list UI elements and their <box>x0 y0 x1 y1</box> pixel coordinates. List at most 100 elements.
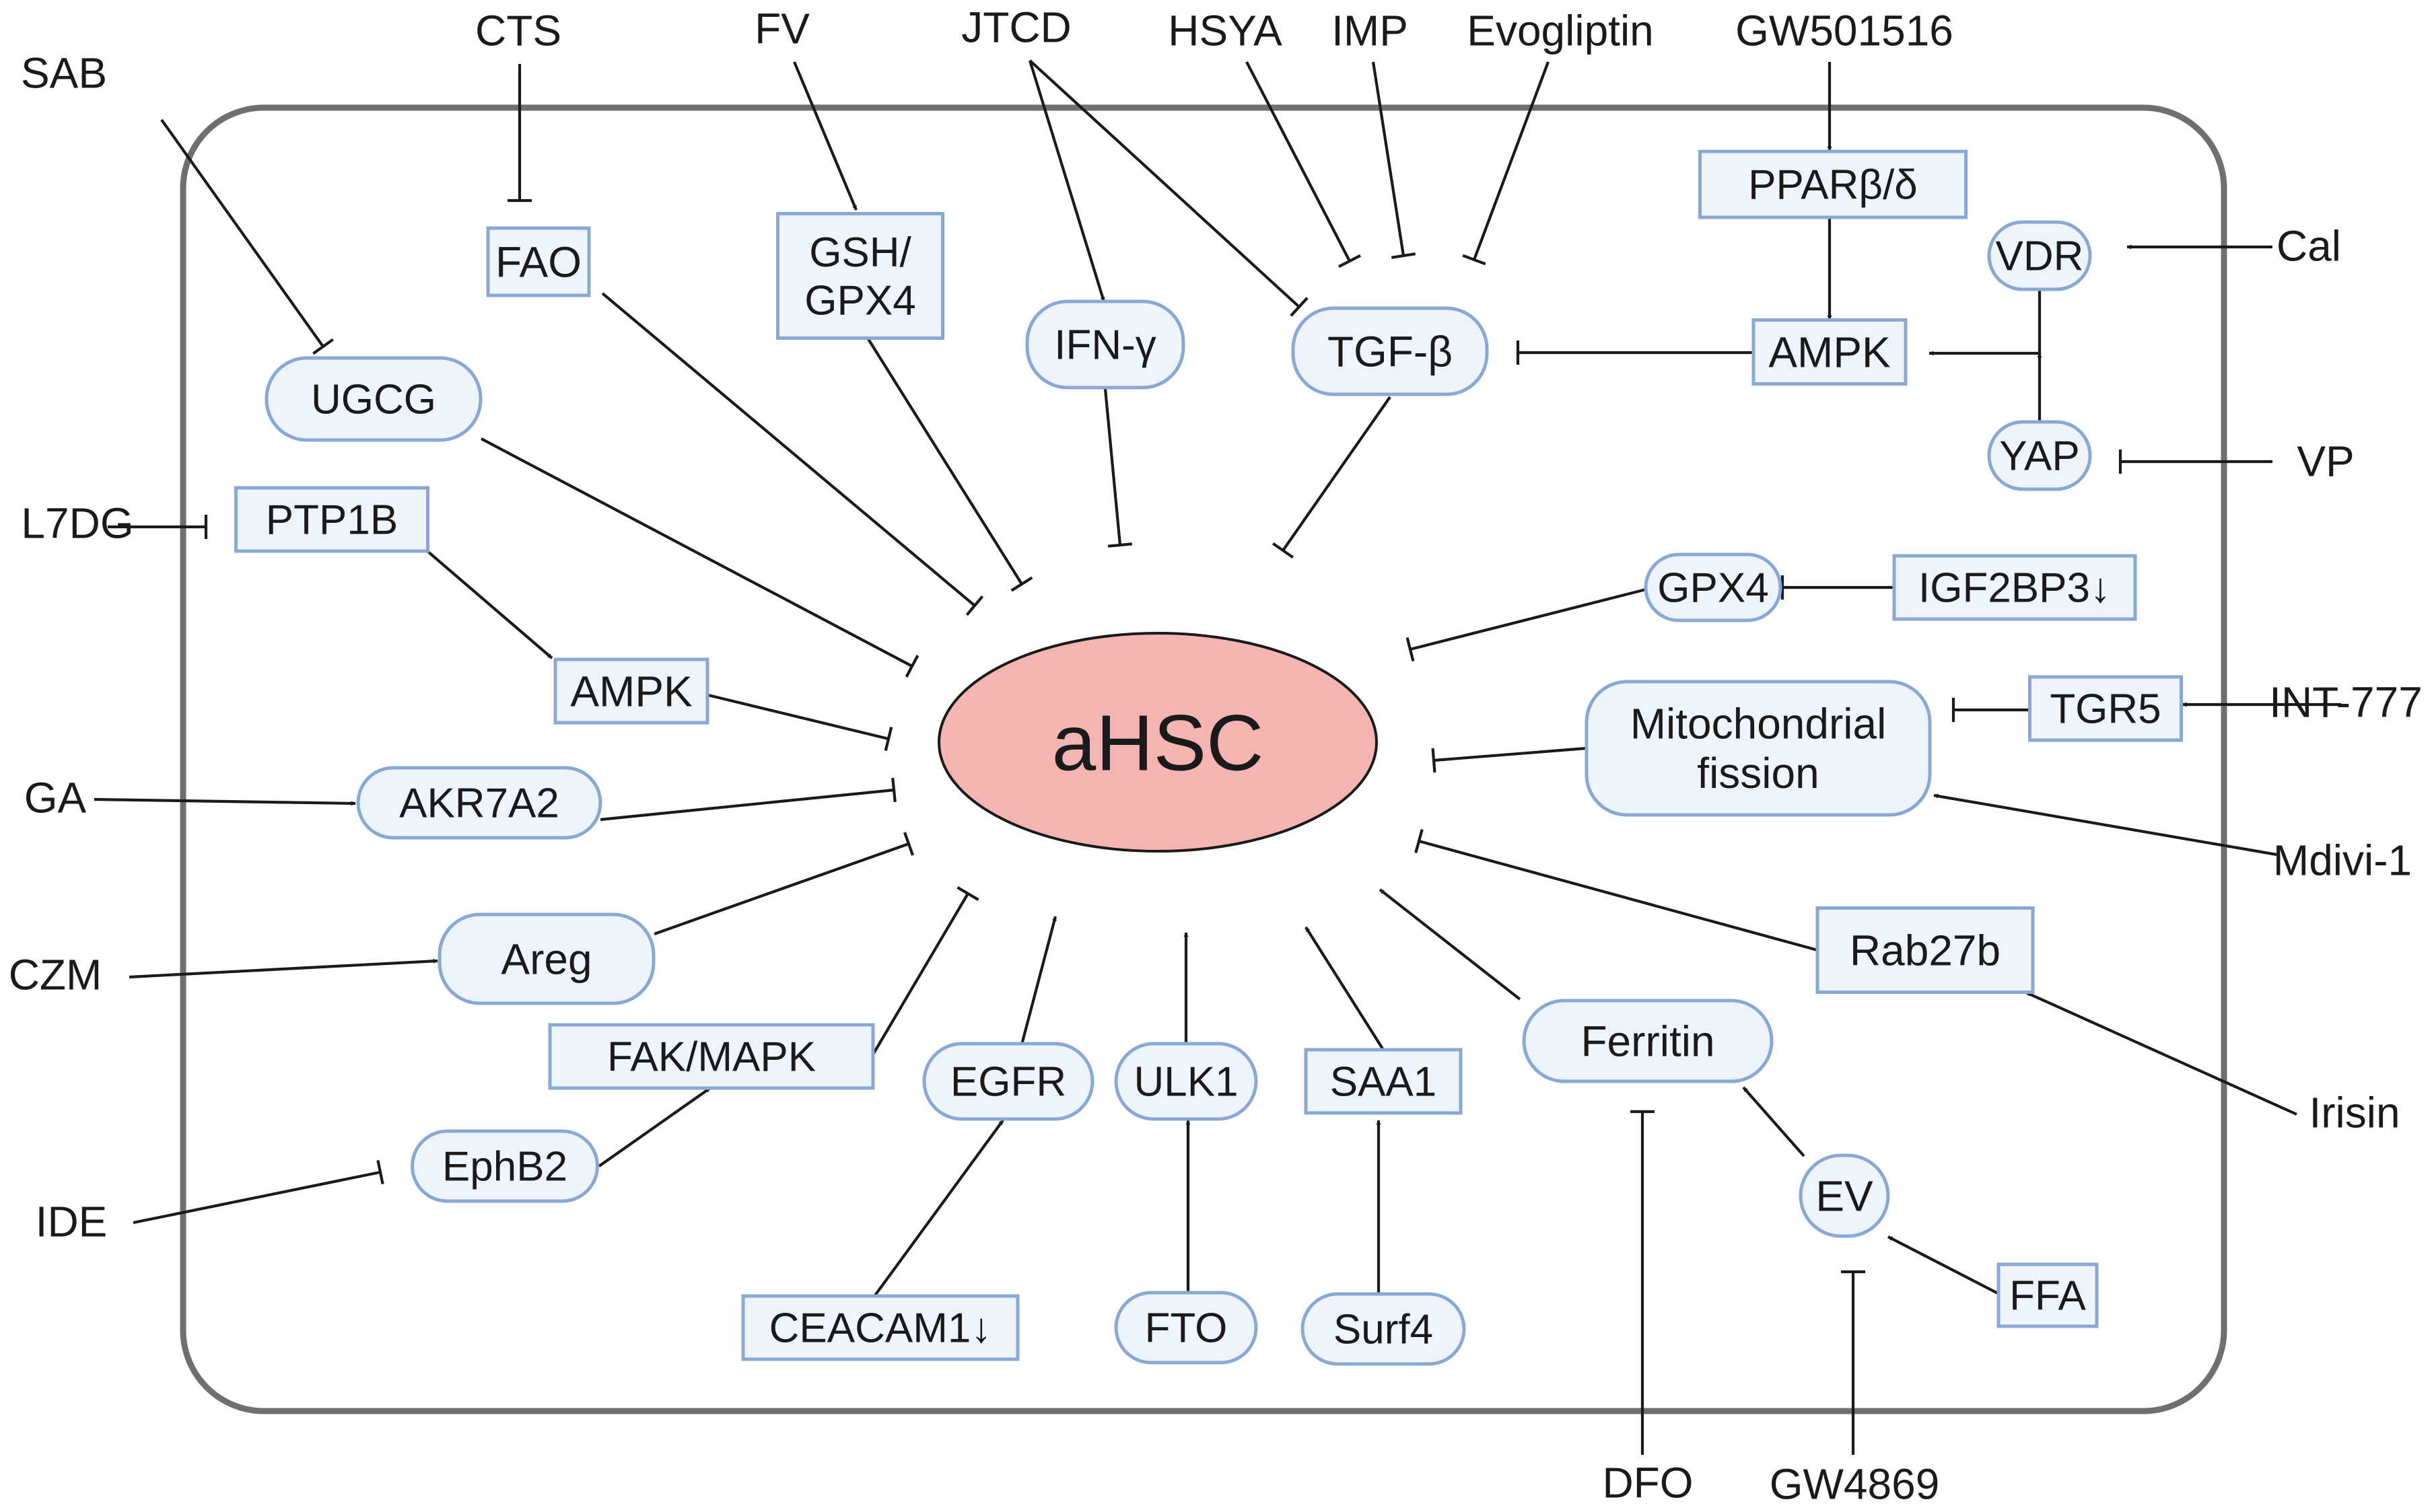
node-tgr5: TGR5 <box>2028 675 2183 742</box>
edge-jtcd-ifng-activate <box>1028 60 1106 302</box>
node-ceacam1: CEACAM1↓ <box>741 1294 1020 1361</box>
cell-outline <box>180 104 2227 1414</box>
edges-layer <box>94 59 2341 1455</box>
agent-gw501516: GW501516 <box>1735 6 1953 55</box>
inhibit-bar <box>957 886 979 901</box>
edge-ga-akr7a2-activate <box>94 797 356 806</box>
node-ferritin: Ferritin <box>1522 999 1774 1083</box>
edge-imp-tgfb-inhibit <box>1371 61 1416 259</box>
node-label-ephb2: EphB2 <box>442 1144 567 1190</box>
edge-evogliptin-tgfb-inhibit <box>1462 61 1550 266</box>
edge-akr7a2-ahsc-inhibit <box>600 777 897 822</box>
inhibit-bar <box>1107 542 1133 548</box>
agent-label-fv: FV <box>755 4 810 52</box>
inhibit-bar <box>1391 252 1416 259</box>
agent-label-cal: Cal <box>2276 221 2341 270</box>
node-ampk_l: AMPK <box>553 657 709 725</box>
agent-gw4869: GW4869 <box>1770 1460 1940 1508</box>
node-label-ifng: IFN-γ <box>1054 322 1156 369</box>
node-label-ampk_r: AMPK <box>1768 328 1890 376</box>
edge-ephb2-fakmapk-activate <box>598 1087 711 1167</box>
inhibit-bar <box>965 595 984 616</box>
agent-irisin: Irisin <box>2309 1088 2400 1137</box>
edge-l7dg-ptp1b-inhibit <box>108 515 208 539</box>
agent-label-czm: CZM <box>9 950 102 999</box>
node-igf2bp3: IGF2BP3↓ <box>1892 554 2137 621</box>
agent-vp: VP <box>2297 437 2354 485</box>
edge-ampk_r-tgfb-inhibit <box>1516 340 1753 365</box>
node-label-ferritin: Ferritin <box>1580 1017 1714 1065</box>
node-akr7a2: AKR7A2 <box>356 766 602 840</box>
node-ampk_r: AMPK <box>1751 318 1908 386</box>
agent-label-dfo: DFO <box>1602 1458 1693 1507</box>
node-gpx4: GPX4 <box>1644 552 1782 622</box>
agent-label-evogliptin: Evogliptin <box>1467 6 1654 55</box>
edge-ptp1b-ampk_l-activate <box>427 550 553 659</box>
node-label-ugcg: UGCG <box>311 377 436 423</box>
node-label-ppar: PPARβ/δ <box>1748 162 1918 209</box>
node-label-surf4: Surf4 <box>1333 1307 1433 1353</box>
node-ulk1: ULK1 <box>1114 1042 1258 1121</box>
node-areg: Areg <box>438 912 656 1005</box>
node-tgfb: TGF-β <box>1291 306 1489 396</box>
agent-label-ide: IDE <box>36 1197 108 1246</box>
edge-irisin-rab27b-activate <box>2025 991 2297 1116</box>
node-label-yap: YAP <box>1999 433 2079 480</box>
node-fakmapk: FAK/MAPK <box>548 1023 875 1090</box>
edge-ffa-ev-activate <box>1887 1235 1998 1295</box>
node-ptp1b: PTP1B <box>234 486 429 553</box>
center-label: aHSC <box>1052 698 1264 787</box>
inhibit-bar <box>884 727 893 751</box>
node-yap: YAP <box>1987 420 2092 491</box>
node-vdr: VDR <box>1987 220 2092 291</box>
agent-label-vp: VP <box>2297 437 2354 485</box>
agent-ide: IDE <box>36 1197 108 1246</box>
agent-czm: CZM <box>9 950 102 999</box>
inhibit-bar <box>1462 254 1486 266</box>
agent-label-gw501516: GW501516 <box>1735 6 1953 55</box>
edge-igf2bp3-gpx4-inhibit <box>1780 575 1893 600</box>
node-label-ptp1b: PTP1B <box>266 497 398 544</box>
node-label-egfr: EGFR <box>950 1059 1066 1106</box>
node-fto: FTO <box>1114 1291 1258 1365</box>
node-ifng: IFN-γ <box>1025 299 1185 390</box>
node-label-rab27b: Rab27b <box>1850 926 2001 974</box>
edge-rab27b-ahsc-inhibit <box>1414 829 1818 952</box>
inhibit-bar <box>376 1159 384 1185</box>
inhibit-bar <box>1414 829 1424 853</box>
edge-dfo-ferritin-inhibit <box>1630 1110 1655 1455</box>
node-label-igf2bp3: IGF2BP3↓ <box>1918 565 2111 612</box>
edge-ev-ferritin-activate <box>1742 1086 1805 1157</box>
edge-ugcg-ahsc-inhibit <box>481 437 919 678</box>
edge-fakmapk-ahsc-inhibit <box>872 886 979 1056</box>
node-label-areg: Areg <box>501 935 592 983</box>
agent-cts: CTS <box>475 6 561 55</box>
inhibit-bar <box>1290 297 1309 317</box>
node-label-fao: FAO <box>495 238 582 286</box>
node-label-ulk1: ULK1 <box>1134 1059 1238 1106</box>
agent-cal: Cal <box>2276 221 2341 270</box>
node-label-akr7a2: AKR7A2 <box>399 781 559 827</box>
edge-areg-ahsc-inhibit <box>654 832 914 935</box>
node-label-ampk_l: AMPK <box>570 667 692 715</box>
agent-label-int777: INT-777 <box>2269 678 2423 726</box>
edge-jtcd-tgfb-inhibit <box>1029 59 1309 317</box>
agent-evogliptin: Evogliptin <box>1467 6 1654 55</box>
agent-label-jtcd: JTCD <box>961 3 1072 51</box>
agent-label-sab: SAB <box>21 48 107 97</box>
agent-int777: INT-777 <box>2269 678 2423 726</box>
node-label-gpx4: GPX4 <box>1657 565 1768 612</box>
node-saa1: SAA1 <box>1304 1048 1463 1115</box>
agent-label-ga: GA <box>24 773 87 822</box>
node-egfr: EGFR <box>922 1042 1094 1121</box>
agent-sab: SAB <box>21 48 107 97</box>
node-label-gsh: GSH/GPX4 <box>804 229 915 324</box>
node-label-tgr5: TGR5 <box>2050 686 2161 733</box>
edge-hsya-tgfb-inhibit <box>1245 61 1361 268</box>
node-label-vdr: VDR <box>1996 233 2084 280</box>
edge-vp-yap-inhibit <box>2118 449 2272 474</box>
agent-label-cts: CTS <box>475 6 561 55</box>
